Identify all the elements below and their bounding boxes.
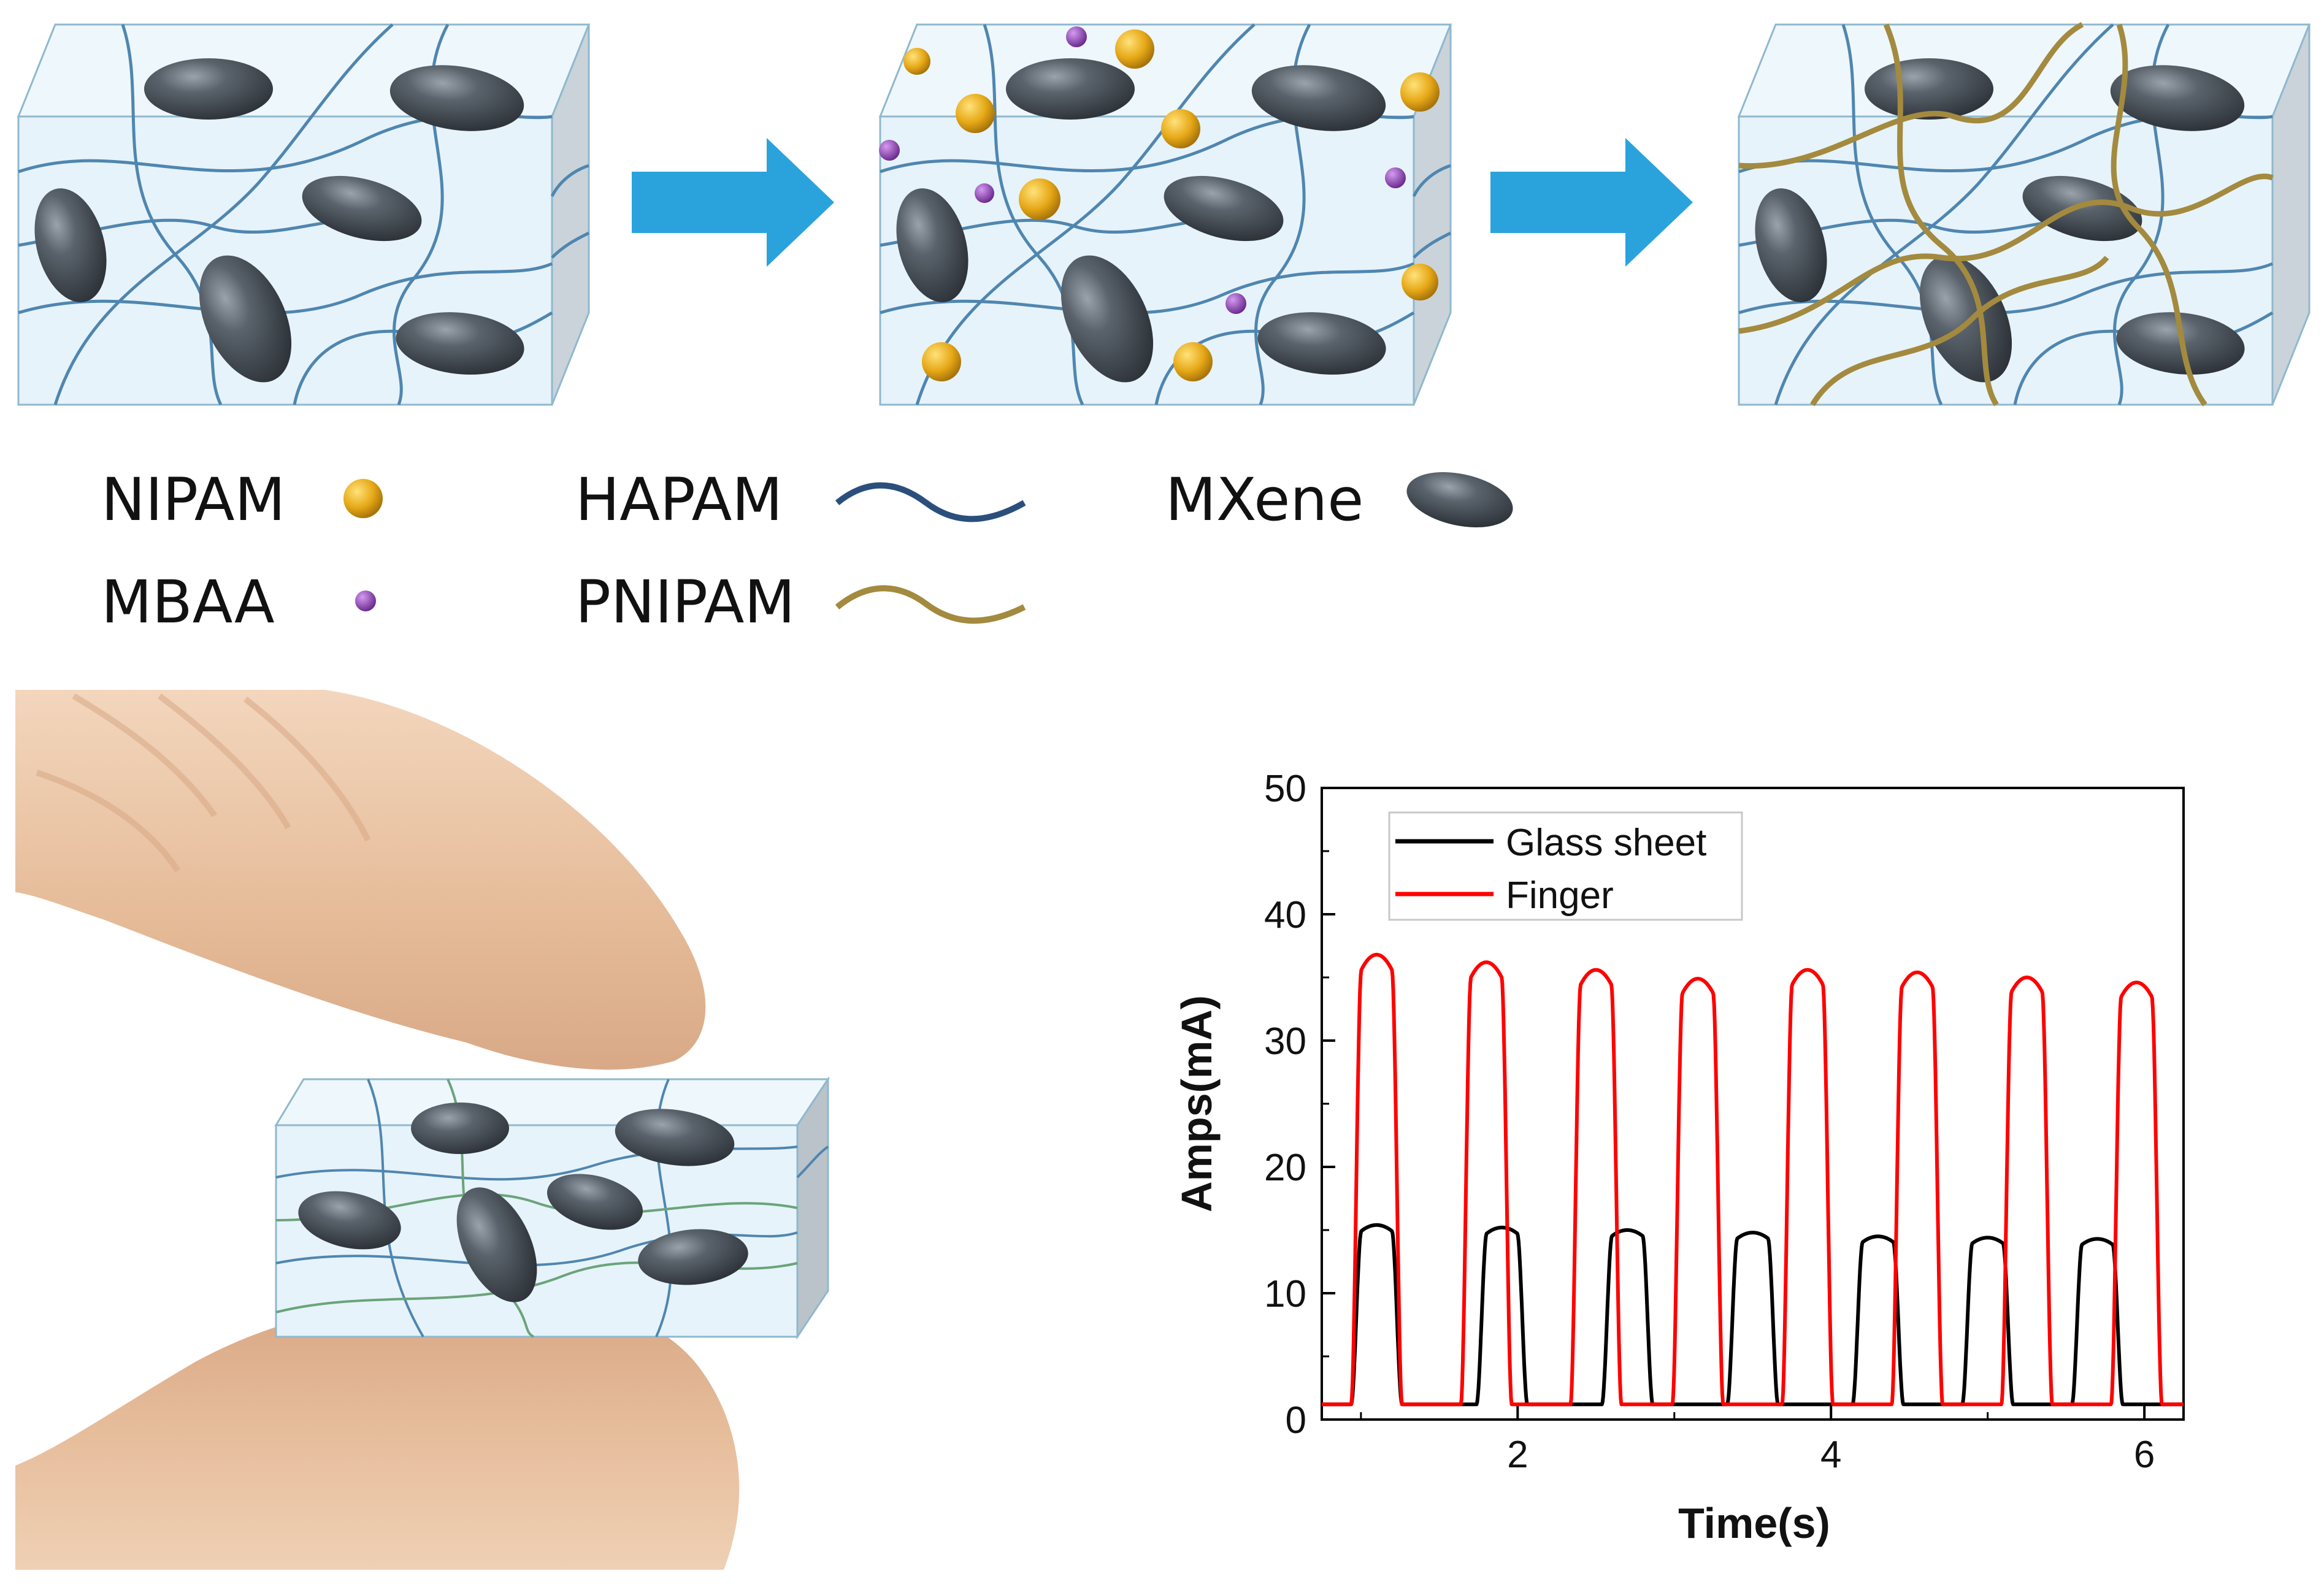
mxene-flakes (896, 58, 1386, 383)
nipam-monomers (903, 29, 1440, 381)
legend-hapam-label: HAPAM (575, 465, 783, 534)
mxene-flakes (34, 58, 524, 383)
legend-pnipam: PNIPAM (575, 568, 1026, 636)
bottom-finger (15, 1294, 740, 1570)
mbaa-crosslinkers (879, 26, 1406, 314)
x-axis-label: Time(s) (1678, 1499, 1830, 1547)
hydrogel-cube-step-3 (1737, 21, 2311, 407)
y-axis-ticks: 0 10 20 30 40 50 (1264, 768, 1335, 1442)
y-tick-label: 10 (1264, 1273, 1306, 1315)
pnipam-wave-icon (835, 585, 1026, 624)
arrow-right-icon (1490, 138, 1693, 267)
legend-label-finger: Finger (1506, 874, 1614, 917)
legend-mbaa: MBAA (101, 568, 376, 636)
y-tick-label: 0 (1286, 1399, 1306, 1442)
y-tick-label: 20 (1264, 1147, 1306, 1189)
legend-mxene: MXene (1165, 465, 1513, 534)
series-line-glass-sheet (1321, 1223, 2185, 1407)
nipam-dot-icon (343, 479, 383, 518)
mxene-flake-icon (1406, 472, 1513, 527)
finger-press-illustration (15, 690, 830, 1570)
pnipam-chains (1738, 21, 2274, 407)
hydrogel-cube-step-2 (878, 23, 1452, 406)
y-tick-label: 50 (1264, 768, 1306, 810)
series-lines (1321, 952, 2185, 1407)
y-axis-label: Amps(mA) (1173, 995, 1221, 1212)
x-tick-label: 6 (2134, 1434, 2155, 1476)
current-vs-time-chart: 0 10 20 30 40 50 2 4 6 Time(s) Amps(mA) Glass s… (1173, 768, 2185, 1547)
arrow-right-icon (632, 138, 834, 267)
legend-nipam-label: NIPAM (101, 465, 285, 534)
legend-nipam: NIPAM (101, 465, 383, 534)
x-tick-label: 2 (1507, 1434, 1528, 1476)
x-tick-label: 4 (1820, 1434, 1841, 1476)
legend-mbaa-label: MBAA (101, 568, 275, 636)
top-finger (15, 690, 706, 1070)
hapam-wave-icon (835, 482, 1026, 522)
y-tick-label: 40 (1264, 894, 1306, 936)
hydrogel-sample-cube (274, 1076, 830, 1340)
x-axis-ticks: 2 4 6 (1360, 1406, 2155, 1476)
chart-legend: Glass sheet Finger (1388, 811, 1743, 921)
y-tick-label: 30 (1264, 1020, 1306, 1063)
series-line-finger (1321, 952, 2185, 1407)
legend-label-glass-sheet: Glass sheet (1506, 822, 1706, 864)
legend-pnipam-label: PNIPAM (575, 568, 795, 636)
hydrogel-cube-step-1 (17, 23, 591, 406)
legend-mxene-label: MXene (1165, 465, 1363, 534)
mbaa-dot-icon (355, 591, 376, 611)
legend-hapam: HAPAM (575, 465, 1026, 534)
